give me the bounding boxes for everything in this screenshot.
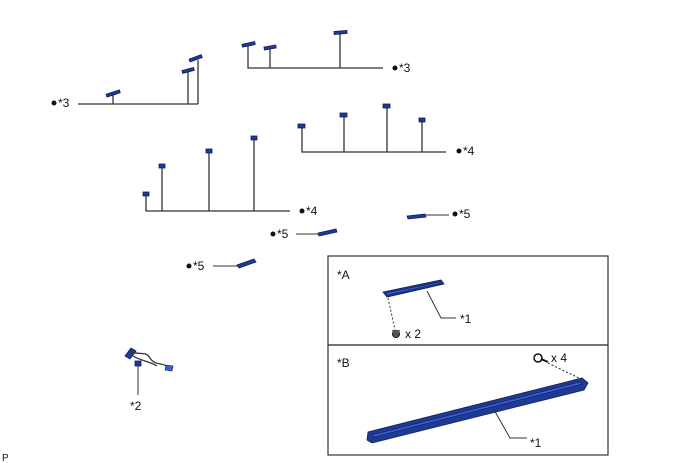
harness-connector-icon (134, 360, 142, 367)
clip-icon (105, 89, 121, 98)
qty-label-b: x 4 (551, 351, 567, 365)
callout-ref-4-right: *4 (463, 144, 475, 158)
clip-icon (250, 135, 258, 141)
clip-icon (339, 112, 348, 118)
harness-connector-icon (124, 347, 137, 360)
callout-dot (270, 231, 276, 237)
trim-piece-icon (317, 228, 338, 237)
harness-group-left-3: *3 (51, 54, 203, 110)
part-2-harness: *2 (124, 347, 174, 413)
clip-icon (158, 163, 166, 169)
callout-dot (452, 211, 458, 217)
clip-icon (181, 66, 195, 74)
harness-group-top-3: *3 (241, 29, 411, 75)
screw-icon (533, 353, 549, 363)
detail-box-b: *B x 4 *1 (327, 344, 609, 456)
callout-ref-5-right: *5 (459, 207, 471, 221)
detail-frame-b (327, 344, 609, 456)
clip-icon (205, 148, 213, 154)
detail-box-a: *A *1 x 2 (327, 255, 609, 346)
detail-frame-a (327, 255, 609, 346)
detail-label-a: *A (337, 268, 350, 282)
callout-ref-5-middle: *5 (277, 227, 289, 241)
callout-ref-1-b: *1 (530, 436, 542, 450)
clip-icon (241, 41, 256, 48)
callout-ref-1-a: *1 (460, 312, 472, 326)
clip-icon (392, 330, 400, 338)
clip-icon (333, 29, 348, 35)
part-5-middle: *5 (270, 227, 338, 241)
trim-piece-icon (406, 213, 427, 220)
callout-ref-5-left: *5 (193, 259, 205, 273)
part-5-right: *5 (406, 207, 471, 221)
detail-label-b: *B (337, 356, 350, 370)
clip-icon (382, 103, 391, 109)
clip-icon (418, 117, 426, 123)
harness-group-right-4: *4 (297, 103, 475, 158)
clip-icon (142, 191, 150, 197)
harness-group-middle-4: *4 (142, 135, 318, 218)
callout-ref-2: *2 (130, 399, 142, 413)
callout-ref-3-left: *3 (58, 96, 70, 110)
trim-piece-icon (236, 258, 257, 269)
callout-ref-4-middle: *4 (306, 204, 318, 218)
callout-dot (51, 100, 57, 106)
callout-dot (299, 208, 305, 214)
qty-label-a: x 2 (405, 327, 421, 341)
callout-dot (456, 148, 462, 154)
clip-icon (188, 54, 203, 63)
clip-icon (297, 123, 306, 129)
callout-ref-3-top: *3 (399, 61, 411, 75)
callout-dot (186, 263, 192, 269)
callout-dot (392, 65, 398, 71)
corner-marker: P (2, 453, 9, 463)
clip-icon (263, 44, 277, 51)
part-5-left: *5 (186, 258, 257, 273)
